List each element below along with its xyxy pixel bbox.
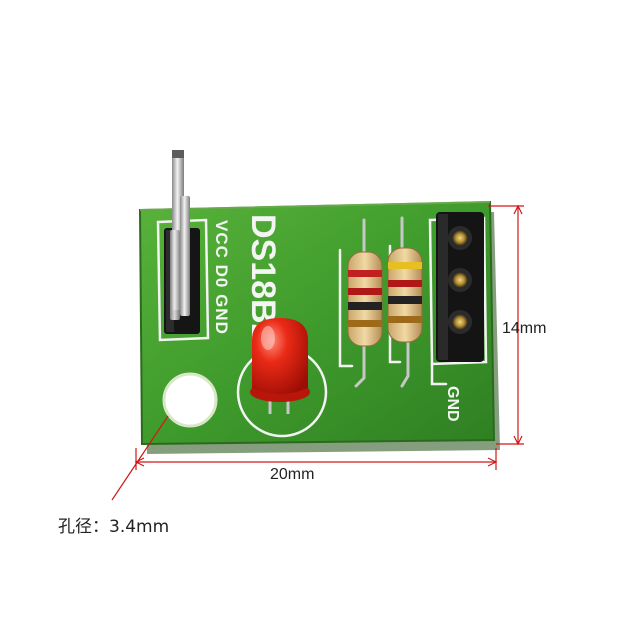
resistor-2 — [387, 247, 423, 343]
hole-diameter-label: 孔径：3.4mm — [58, 517, 170, 537]
dimension-lines — [111, 204, 524, 501]
header-pin-labels: VCC D0 GND — [212, 220, 231, 335]
pin-header-pins — [170, 150, 190, 320]
female-socket — [436, 212, 484, 362]
mounting-hole — [162, 372, 218, 428]
height-dimension-label: 14mm — [502, 320, 547, 337]
red-led — [250, 318, 310, 414]
socket-gnd-label: GND — [444, 386, 461, 422]
resistor-1 — [347, 251, 383, 347]
width-dimension-label: 20mm — [270, 466, 315, 483]
